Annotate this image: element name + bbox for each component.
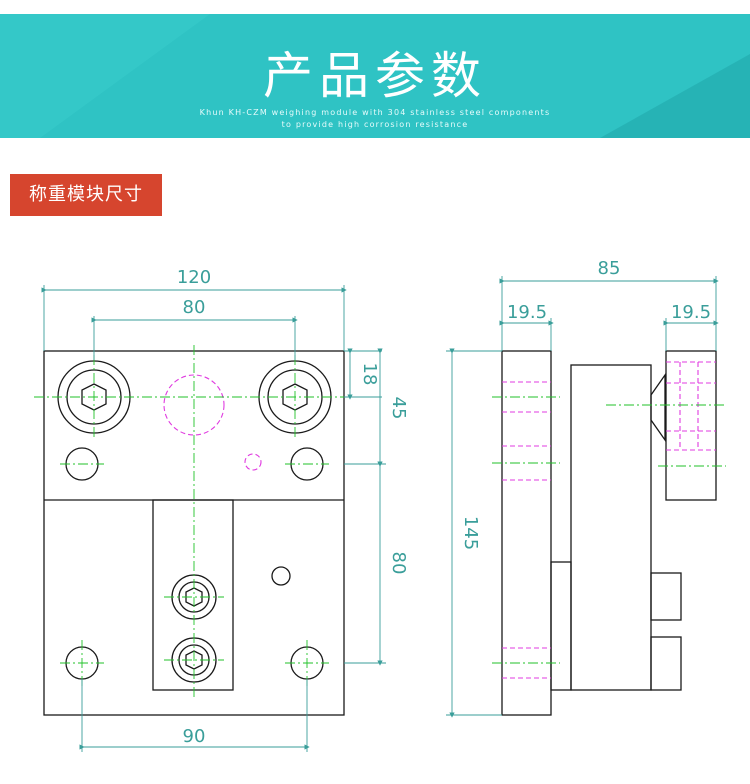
load-cell-body (570, 364, 652, 691)
dim-right-plate-19-5: 19.5 (671, 302, 711, 323)
small-hole (271, 566, 291, 586)
banner-subtitle-line2: to provide high corrosion resistance (281, 120, 469, 129)
connector-upper (650, 572, 682, 621)
bolt-head (650, 372, 666, 443)
left-plate (501, 350, 552, 716)
side-centerlines (492, 396, 726, 664)
side-view (501, 350, 717, 716)
banner-background (0, 14, 750, 138)
connector-lower (650, 636, 682, 691)
dim-vertical-80: 80 (388, 552, 409, 575)
dim-height-145: 145 (460, 516, 481, 550)
dim-offset-18: 18 (359, 363, 380, 386)
side-hidden-lines (502, 361, 716, 679)
hidden-center-bore (163, 374, 225, 436)
front-slot (152, 499, 234, 691)
hidden-small-bore (244, 453, 262, 471)
spacer-block (550, 561, 572, 691)
header-banner: 产品参数 Khun KH-CZM weighing module with 30… (0, 14, 750, 138)
dim-left-plate-19-5: 19.5 (507, 302, 547, 323)
front-hidden-lines (163, 374, 262, 471)
dim-vertical-45: 45 (388, 397, 409, 420)
dim-width-120: 120 (177, 267, 211, 288)
side-dimension-lines (446, 276, 719, 718)
right-plate (665, 350, 717, 501)
section-label: 称重模块尺寸 (10, 174, 162, 216)
dim-bottom-90: 90 (183, 726, 206, 747)
dim-depth-85: 85 (598, 258, 621, 279)
front-dimension-lines (41, 285, 386, 752)
banner-subtitle-line1: Khun KH-CZM weighing module with 304 sta… (199, 108, 551, 117)
dim-hole-spacing-80: 80 (183, 297, 206, 318)
front-centerlines (34, 345, 354, 700)
banner-title: 产品参数 (263, 47, 487, 105)
